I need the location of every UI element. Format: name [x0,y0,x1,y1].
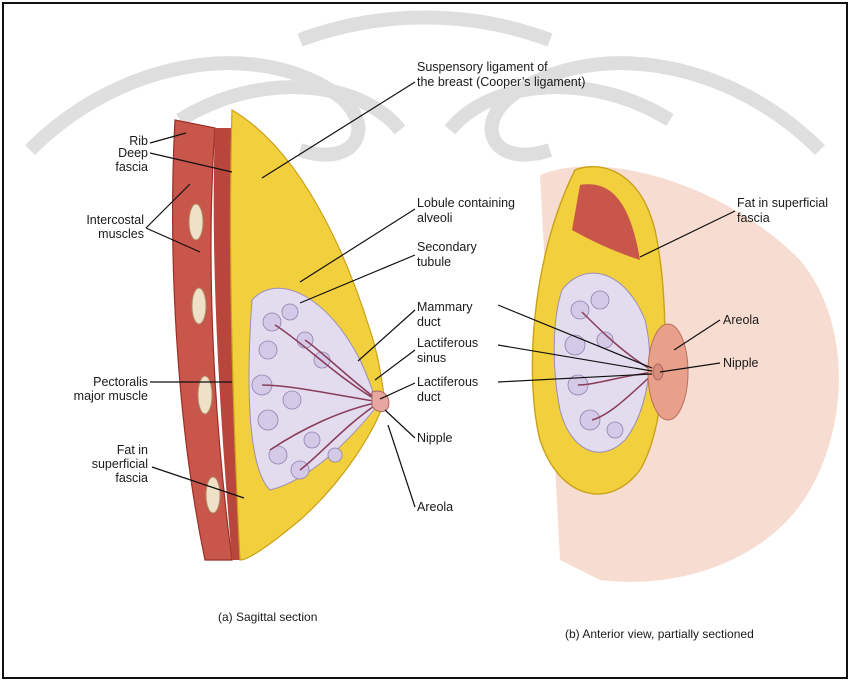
label-deep-fascia-2: fascia [80,160,148,174]
nipple-sagittal [372,391,389,412]
label-secondary-1: Secondary [417,240,477,254]
label-intercostal-2: muscles [60,227,144,241]
label-fat-left-1: Fat in [60,443,148,457]
label-fat-right-1: Fat in superficial [737,196,828,210]
label-nipple-sagittal: Nipple [417,431,452,445]
label-nipple-anterior: Nipple [723,356,758,370]
label-secondary-2: tubule [417,255,451,269]
label-deep-fascia-1: Deep [80,146,148,160]
label-intercostal-1: Intercostal [60,213,144,227]
caption-anterior: (b) Anterior view, partially sectioned [565,627,754,641]
caption-sagittal: (a) Sagittal section [218,610,317,624]
label-fat-right-2: fascia [737,211,770,225]
label-fat-left-2: superficial [60,457,148,471]
label-suspensory-2: the breast (Cooper’s ligament) [417,75,585,89]
label-lobule-2: alveoli [417,211,452,225]
label-areola-anterior: Areola [723,313,759,327]
label-sinus-2: sinus [417,351,446,365]
label-fat-left-3: fascia [60,471,148,485]
label-lobule-1: Lobule containing [417,196,515,210]
label-areola-sagittal: Areola [417,500,453,514]
label-pectoralis-2: major muscle [50,389,148,403]
label-pectoralis-1: Pectoralis [50,375,148,389]
label-mammary-1: Mammary [417,300,473,314]
label-sinus-1: Lactiferous [417,336,478,350]
label-suspensory-1: Suspensory ligament of [417,60,548,74]
label-lactiferous-duct-2: duct [417,390,441,404]
label-mammary-2: duct [417,315,441,329]
label-lactiferous-duct-1: Lactiferous [417,375,478,389]
